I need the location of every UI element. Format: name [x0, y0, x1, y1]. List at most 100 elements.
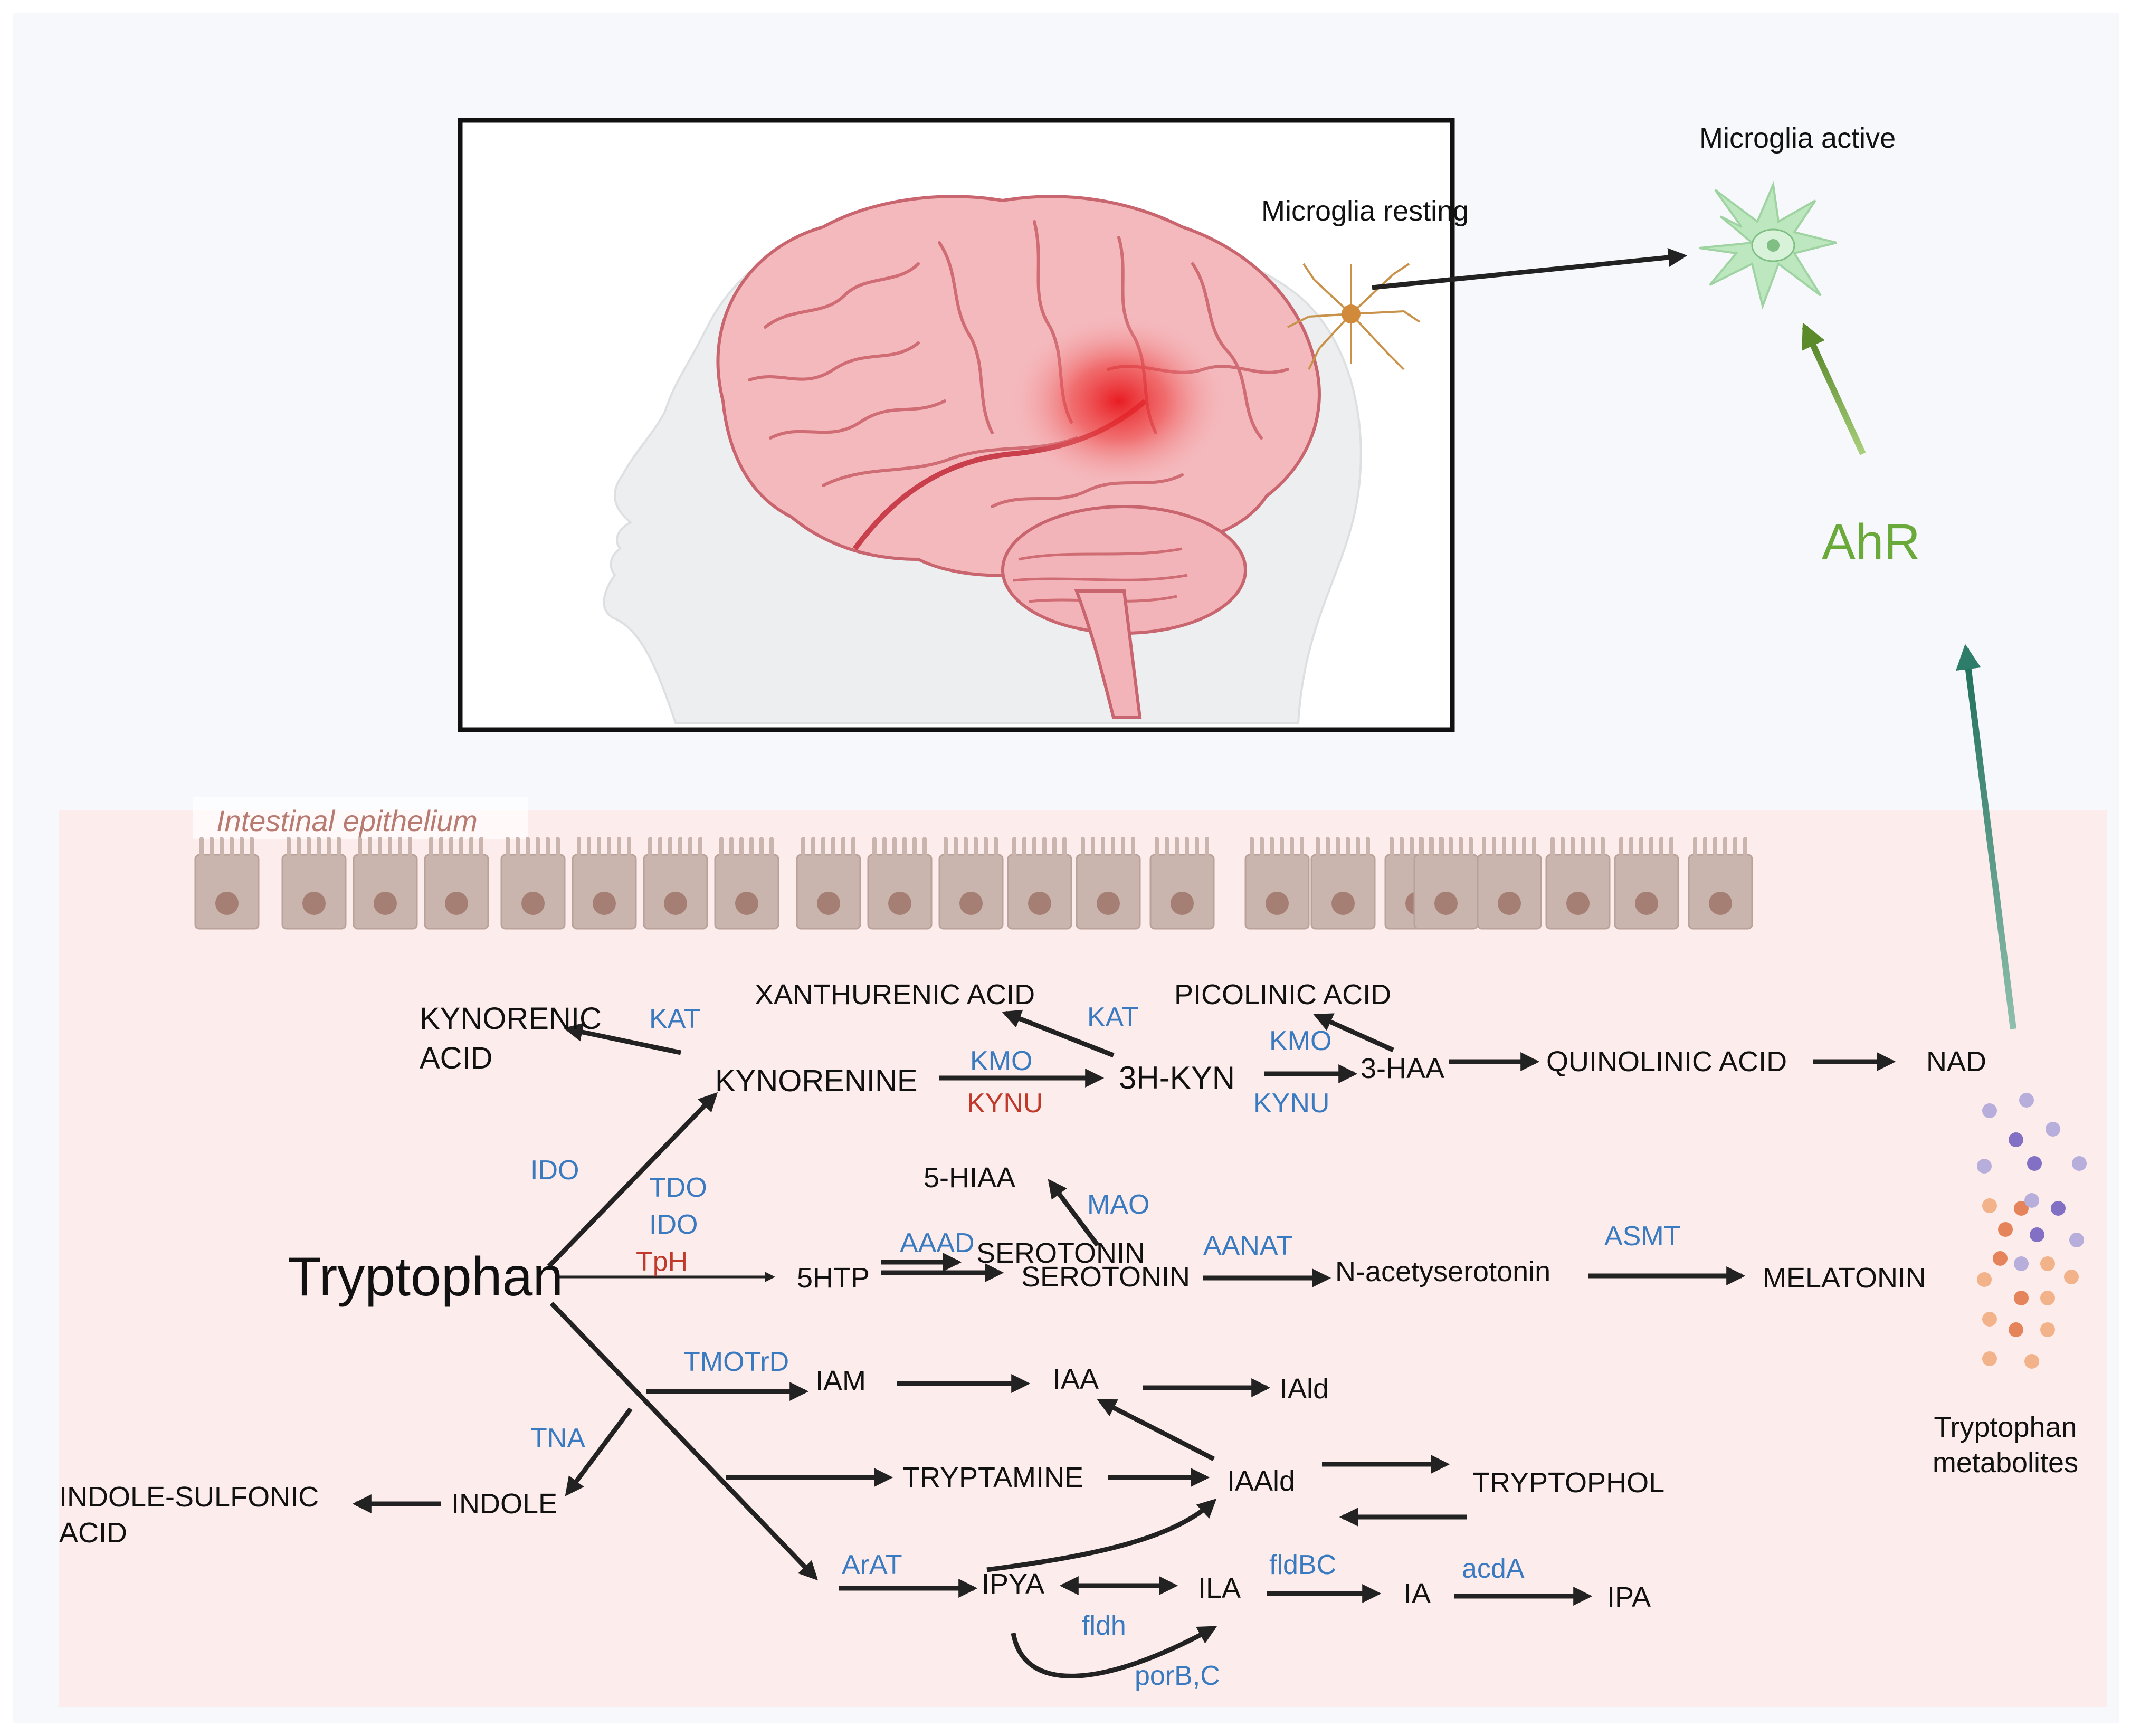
cell-nucleus: [959, 892, 983, 915]
cell-nucleus: [1498, 892, 1521, 915]
metabolite-dot: [1993, 1251, 2008, 1266]
metabolite-dot: [1982, 1312, 1997, 1327]
cell-nucleus: [215, 892, 239, 915]
arrow-ipya-to-iaald: [986, 1499, 1217, 1572]
microvilli: [1419, 837, 1473, 857]
tryptophan-metabolites-label-2: metabolites: [1933, 1447, 2078, 1479]
cell-nucleus: [1171, 892, 1194, 915]
metabolite-dot: [1982, 1198, 1997, 1213]
ahr-label: AhR: [1822, 514, 1920, 570]
metabolite-dot: [2009, 1132, 2023, 1147]
metabolite-serotonin-upper: SEROTONIN: [976, 1237, 1145, 1269]
metabolite-picolinic-acid: PICOLINIC ACID: [1174, 979, 1391, 1010]
enzyme-ido-1: IDO: [530, 1155, 579, 1186]
arrow-ipya-to-ila-porbc: [1011, 1626, 1217, 1678]
metabolite-iam: IAM: [815, 1365, 866, 1397]
activation-arrow: [1372, 248, 1688, 290]
microvilli: [1155, 837, 1209, 857]
microvilli: [1619, 837, 1673, 857]
cell-nucleus: [1028, 892, 1051, 915]
cell-nucleus: [521, 892, 545, 915]
microvilli: [1250, 837, 1304, 857]
metabolite-5-hiaa: 5-HIAA: [924, 1162, 1015, 1194]
microvilli: [1550, 837, 1605, 857]
microvilli: [358, 837, 412, 857]
arrow-iaald-to-iaa: [1097, 1398, 1215, 1462]
microvilli: [577, 837, 631, 857]
metabolite-5htp: 5HTP: [797, 1262, 870, 1294]
resting-microglia: [1287, 263, 1421, 370]
cell-nucleus: [735, 892, 758, 915]
metabolite-kynorenic-acid-2: ACID: [420, 1041, 493, 1075]
metabolite-dot: [2014, 1201, 2029, 1216]
metabolite-indole-sulfonic-acid-1: INDOLE-SULFONIC: [59, 1481, 319, 1513]
enzyme-kmo-2: KMO: [1269, 1026, 1331, 1056]
tryptophan-metabolites-label-1: Tryptophan: [1934, 1411, 2077, 1443]
cell-nucleus: [1566, 892, 1590, 915]
enzyme-porbc: porB,C: [1135, 1661, 1220, 1691]
metabolite-iald: IAld: [1280, 1373, 1329, 1405]
microvilli: [801, 837, 855, 857]
metabolite-dot: [2024, 1354, 2039, 1369]
metabolite-ia: IA: [1404, 1578, 1431, 1609]
metabolite-tryptophan: Tryptophan: [288, 1246, 563, 1308]
arrow-3hkyn-to-xanthurenic: [1002, 1009, 1115, 1058]
metabolite-dot: [1982, 1351, 1997, 1366]
microvilli: [648, 837, 702, 857]
metabolite-dot: [2027, 1156, 2042, 1171]
microvilli: [1081, 837, 1135, 857]
cell-nucleus: [374, 892, 397, 915]
metabolite-dot: [2014, 1291, 2029, 1305]
cell-nucleus: [888, 892, 911, 915]
metabolite-dot: [2024, 1193, 2039, 1208]
cell-nucleus: [593, 892, 616, 915]
metabolite-dot: [2064, 1270, 2079, 1284]
cell-nucleus: [1097, 892, 1120, 915]
metabolite-dot: [2040, 1256, 2055, 1271]
microglia-active-label: Microglia active: [1699, 122, 1896, 154]
enzyme-kat-1: KAT: [649, 1004, 700, 1034]
enzyme-aaad: AAAD: [900, 1228, 975, 1258]
metabolite-indole: INDOLE: [451, 1488, 557, 1520]
arrow-kyn-to-kynac: [563, 1023, 681, 1055]
cell-nucleus: [302, 892, 326, 915]
microvilli: [287, 837, 341, 857]
enzyme-tmotrd: TMOTrD: [683, 1347, 789, 1377]
microvilli: [429, 837, 483, 857]
metabolite-tryptophol: TRYPTOPHOL: [1472, 1467, 1664, 1499]
metabolite-3h-kyn: 3H-KYN: [1119, 1060, 1235, 1095]
enzyme-asmt: ASMT: [1604, 1221, 1680, 1252]
arrow-tryptophan-to-kyn: [547, 1092, 718, 1268]
microvilli: [1693, 837, 1747, 857]
metabolite-dot: [1977, 1272, 1992, 1287]
enzyme-kat-2: KAT: [1087, 1002, 1138, 1033]
metabolite-dot: [2069, 1233, 2084, 1247]
enzyme-ido-2: IDO: [649, 1209, 698, 1240]
metabolite-ila: ILA: [1198, 1572, 1241, 1604]
arrow-3haa-to-picolinic: [1313, 1013, 1394, 1053]
metabolite-dot: [2040, 1291, 2055, 1305]
arrow-serotonin-to-5hiaa: [1048, 1179, 1100, 1247]
metabolite-dot: [2040, 1322, 2055, 1337]
cell-nucleus: [664, 892, 687, 915]
enzyme-tna: TNA: [530, 1423, 585, 1454]
enzyme-kmo-1: KMO: [970, 1046, 1032, 1076]
cell-nucleus: [1331, 892, 1355, 915]
cell-nucleus: [817, 892, 840, 915]
metabolite-iaald: IAAld: [1227, 1465, 1295, 1497]
enzyme-kynu-2: KYNU: [1253, 1088, 1329, 1119]
cerebellum: [1001, 505, 1247, 719]
metabolite-dot: [1982, 1103, 1997, 1118]
microvilli: [944, 837, 998, 857]
microvilli: [719, 837, 774, 857]
microvilli: [1316, 837, 1370, 857]
metabolite-dot: [2051, 1201, 2066, 1216]
enzyme-acda: acdA: [1462, 1553, 1525, 1584]
microglia-resting-label: Microglia resting: [1261, 195, 1469, 227]
metabolite-xanthurenic-acid: XANTHURENIC ACID: [755, 979, 1035, 1010]
metabolite-quinolinic-acid: QUINOLINIC ACID: [1546, 1046, 1787, 1077]
metabolites-to-ahr-arrow: [1955, 644, 2016, 1029]
microvilli: [506, 837, 560, 857]
intestinal-epithelium-label: Intestinal epithelium: [216, 804, 478, 837]
